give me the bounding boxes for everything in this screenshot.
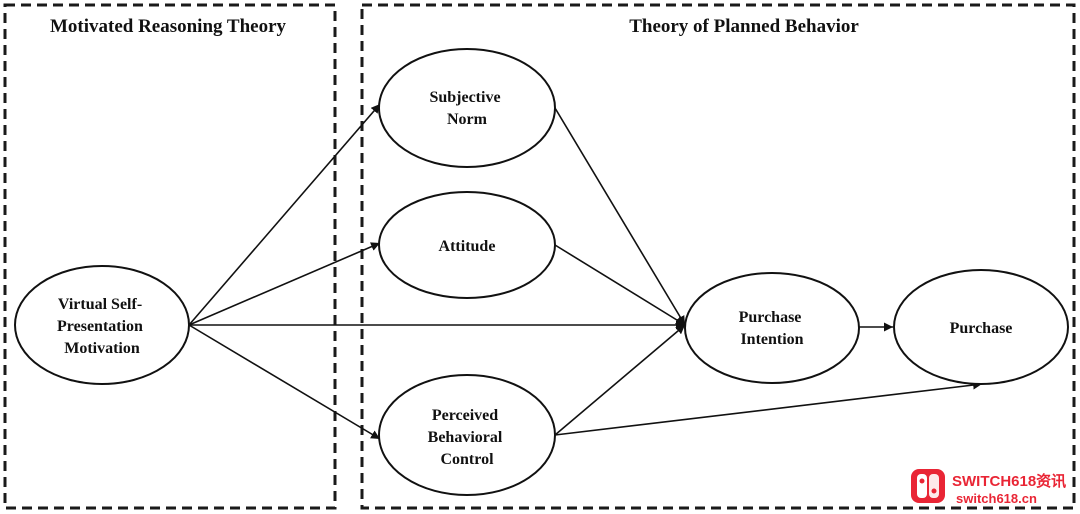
node-shape (14, 265, 190, 385)
edge-vspm-to-subjective-norm (188, 103, 381, 326)
node-purchase-intention: Purchase Intention (684, 272, 860, 384)
node-purchase: Purchase (893, 269, 1069, 385)
edge-vspm-to-attitude (188, 242, 381, 326)
svg-text:Purchase Intention: Purchase Intention (739, 309, 806, 348)
svg-text:Purchase: Purchase (950, 320, 1013, 337)
node-shape (378, 374, 556, 496)
node-subjective-norm: Subjective Norm (378, 48, 556, 168)
edge-attitude-to-purchase-intention (554, 244, 686, 326)
svg-text:Perceived Behavioral: Perceived Behavioral Control (428, 407, 507, 468)
node-label-line: Presentation (57, 318, 143, 335)
frame-title-planned-behavior: Theory of Planned Behavior (629, 16, 859, 37)
edges-group (188, 103, 983, 440)
frame-motivated-reasoning (3, 3, 337, 510)
node-label-line: Behavioral (428, 429, 503, 446)
node-label-line: Purchase (739, 309, 802, 326)
edge-pbc-to-purchase-intention (554, 324, 686, 436)
frame-planned-behavior (360, 3, 1076, 510)
node-shape (378, 191, 556, 299)
node-label-line: Attitude (439, 238, 496, 255)
node-virtual-self-presentation-motivation: Virtual Self- Presentation Motivation (14, 265, 190, 385)
switch-logo-icon (911, 469, 945, 503)
node-label-line: Subjective (429, 89, 500, 106)
node-label-line: Control (440, 451, 494, 468)
node-shape (893, 269, 1069, 385)
node-shape (684, 272, 860, 384)
edge-subjective-norm-to-purchase-intention (554, 107, 686, 326)
node-label-line: Norm (447, 111, 488, 128)
edge-vspm-to-pbc (188, 324, 381, 440)
node-label-line: Purchase (950, 320, 1013, 337)
node-perceived-behavioral-control: Perceived Behavioral Control (378, 374, 556, 496)
svg-text:Attitude: Attitude (439, 238, 496, 255)
svg-text:Subjective Norm: Subjective Norm (429, 89, 504, 128)
node-label-line: Perceived (432, 407, 498, 424)
node-attitude: Attitude (378, 191, 556, 299)
svg-text:Virtual Self- Presentati: Virtual Self- Presentation Motivation (57, 296, 147, 357)
node-label-line: Virtual Self- (58, 296, 142, 313)
node-label-line: Motivation (64, 340, 140, 357)
edge-pbc-to-purchase (554, 380, 983, 436)
frame-title-motivated-reasoning: Motivated Reasoning Theory (50, 16, 287, 37)
node-shape (378, 48, 556, 168)
watermark-line1: SWITCH618资讯 (952, 472, 1066, 490)
node-label-line: Intention (740, 331, 803, 348)
watermark-line2: switch618.cn (956, 491, 1037, 506)
watermark: SWITCH618资讯 switch618.cn (911, 469, 1066, 506)
